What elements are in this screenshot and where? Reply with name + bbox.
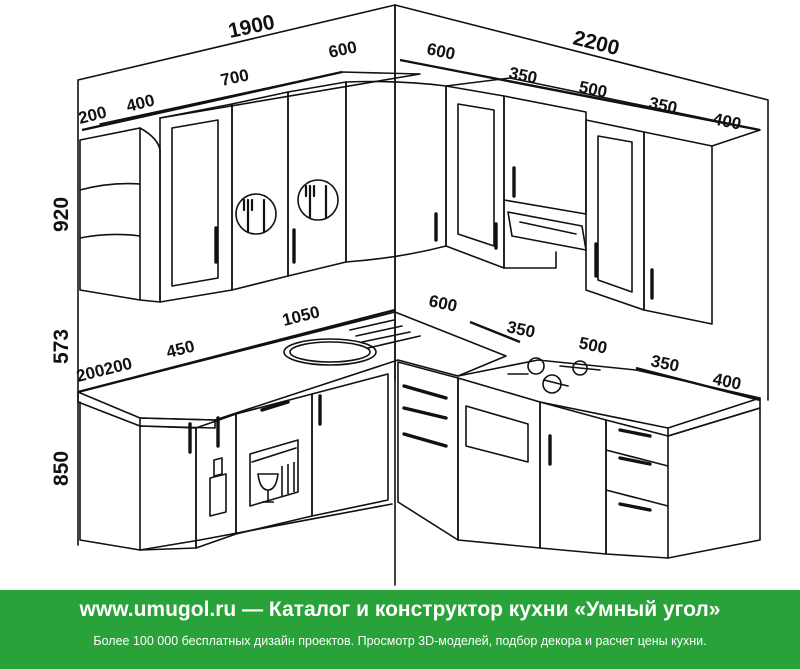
dim-total-right: 2200 (571, 27, 622, 61)
dim-bottom-600: 600 (427, 291, 459, 315)
wall-outline-right (394, 4, 769, 401)
footer-subtitle: Более 100 000 бесплатных дизайн проектов… (93, 634, 707, 648)
range-hood (507, 211, 587, 251)
cutlery-icons (242, 184, 328, 234)
upper-cabinets-right (445, 77, 761, 325)
kitchen-drawing: 1900 2200 600 600 200 400 700 350 500 35… (50, 4, 769, 586)
glass-icon (257, 462, 295, 503)
dim-right-350a: 350 (507, 63, 539, 87)
dimension-lines (77, 58, 761, 402)
bottle-pictogram (209, 457, 227, 517)
lower-cabinets-left (79, 373, 393, 551)
dim-bottom-400: 400 (711, 369, 743, 393)
plate-icon-left (235, 193, 277, 235)
stove-top (507, 357, 601, 394)
dim-height-lower: 850 (50, 451, 73, 486)
drainer-ridges (349, 319, 421, 349)
dim-height-gap: 573 (50, 329, 73, 364)
dim-bottom-450: 450 (164, 337, 196, 362)
plate-icon-right (297, 179, 339, 221)
dim-total-left: 1900 (226, 11, 276, 43)
dim-corner-left: 600 (327, 37, 359, 61)
dim-bottom-500: 500 (577, 333, 609, 357)
lower-cabinets-right (397, 361, 761, 559)
dim-height-upper: 920 (50, 197, 73, 232)
dim-corner-right: 600 (425, 39, 457, 63)
footer-banner: www.umugol.ru — Каталог и конструктор ку… (0, 590, 800, 669)
sink (283, 338, 377, 366)
door-handles (188, 166, 654, 512)
dim-left-700: 700 (219, 65, 251, 89)
dim-bottom-1050: 1050 (280, 302, 321, 330)
dim-right-400: 400 (711, 109, 743, 133)
footer-title[interactable]: www.umugol.ru — Каталог и конструктор ку… (79, 598, 721, 621)
dim-right-500: 500 (577, 77, 609, 101)
dishwasher-panel (249, 439, 299, 507)
dim-right-350b: 350 (647, 93, 679, 117)
